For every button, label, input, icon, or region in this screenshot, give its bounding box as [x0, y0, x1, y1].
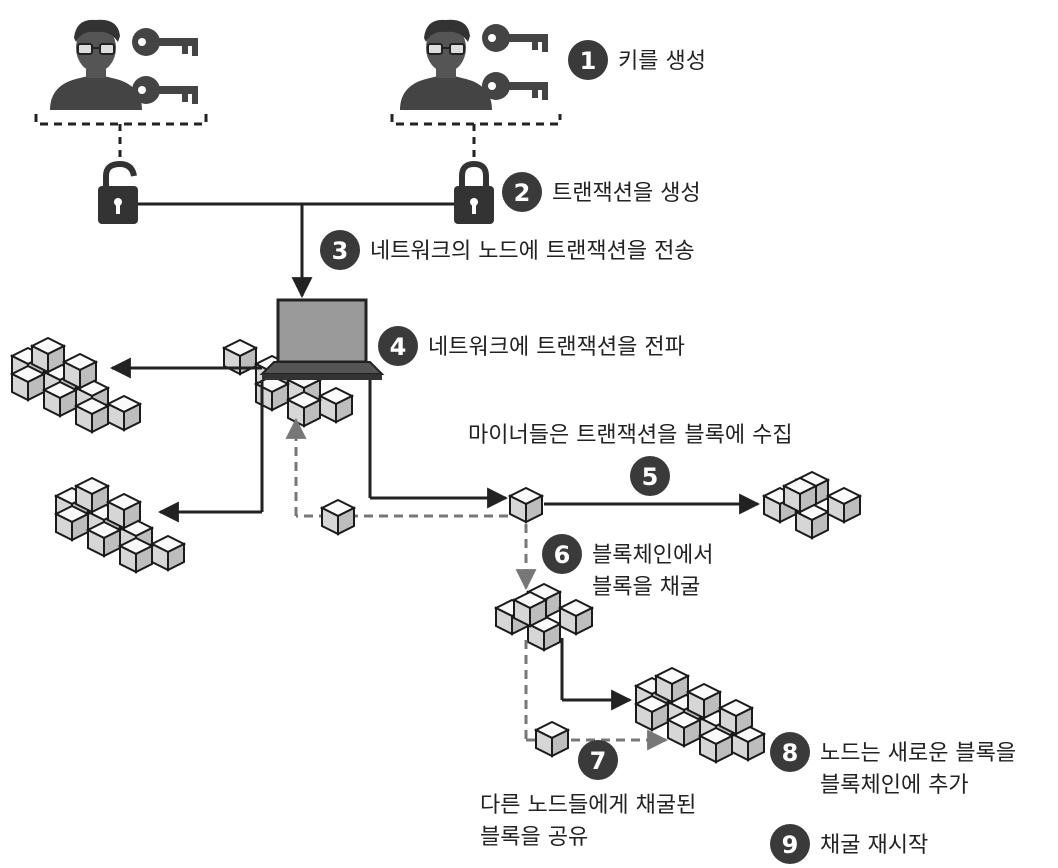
step-1-label: 키를 생성 [618, 49, 706, 74]
blockchain-final [635, 667, 765, 763]
step-6-number: 6 [554, 541, 571, 569]
locked-padlock-icon [454, 160, 494, 224]
step-7-number: 7 [590, 747, 607, 775]
step-4: 4 네트워크에 트랜잭션을 전파 [378, 326, 685, 366]
step-3-label: 네트워크의 노드에 트랜잭션을 전송 [370, 239, 695, 264]
laptop-node-icon [259, 298, 385, 380]
step-6-label-line2: 블록을 채굴 [592, 575, 700, 600]
step-2: 2 트랜잭션을 생성 [502, 172, 701, 212]
step-5-label: 마이너들은 트랜잭션을 블록에 수집 [468, 423, 793, 448]
blockchain-left-bottom [55, 477, 185, 573]
step-8-label-line1: 노드는 새로운 블록을 [820, 741, 1016, 766]
step-2-number: 2 [514, 179, 531, 207]
step-9-number: 9 [782, 831, 799, 859]
mined-block-cluster [495, 583, 593, 651]
collected-block-cluster [763, 471, 861, 539]
step-6-label-line1: 블록체인에서 [592, 543, 713, 568]
key-icon [482, 24, 548, 52]
user-left-icon [49, 18, 143, 111]
step-6: 6 블록체인에서 블록을 채굴 [542, 534, 713, 600]
step-7: 7 다른 노드들에게 채굴된 블록을 공유 [480, 740, 696, 850]
step-8-number: 8 [782, 739, 799, 767]
step-5-number: 5 [642, 463, 659, 491]
key-icon [482, 72, 548, 100]
blockchain-left-top [11, 337, 141, 433]
key-icon [132, 28, 198, 56]
shared-mined-cube [535, 721, 569, 757]
step-9-label: 채굴 재시작 [820, 833, 928, 858]
step-7-label-line2: 블록을 공유 [480, 825, 588, 850]
step-8-label-line2: 블록체인에 추가 [820, 773, 969, 798]
step-3: 3 네트워크의 노드에 트랜잭션을 전송 [320, 230, 695, 270]
step-4-label: 네트워크에 트랜잭션을 전파 [428, 335, 685, 360]
user-right-icon [399, 18, 493, 111]
miner-transaction-cube [509, 487, 543, 523]
unlocked-padlock-icon [98, 160, 138, 224]
key-icon [132, 76, 198, 104]
step-1-number: 1 [580, 47, 597, 75]
step-7-label-line1: 다른 노드들에게 채굴된 [480, 793, 696, 818]
step-1: 1 키를 생성 [568, 40, 706, 80]
step-9: 9 채굴 재시작 [770, 824, 928, 864]
shared-block-cube [321, 499, 355, 535]
step-8: 8 노드는 새로운 블록을 블록체인에 추가 [770, 732, 1016, 798]
step-3-number: 3 [332, 237, 349, 265]
step-4-number: 4 [390, 333, 407, 361]
step-5: 마이너들은 트랜잭션을 블록에 수집 5 [468, 423, 793, 496]
step-2-label: 트랜잭션을 생성 [552, 181, 701, 206]
